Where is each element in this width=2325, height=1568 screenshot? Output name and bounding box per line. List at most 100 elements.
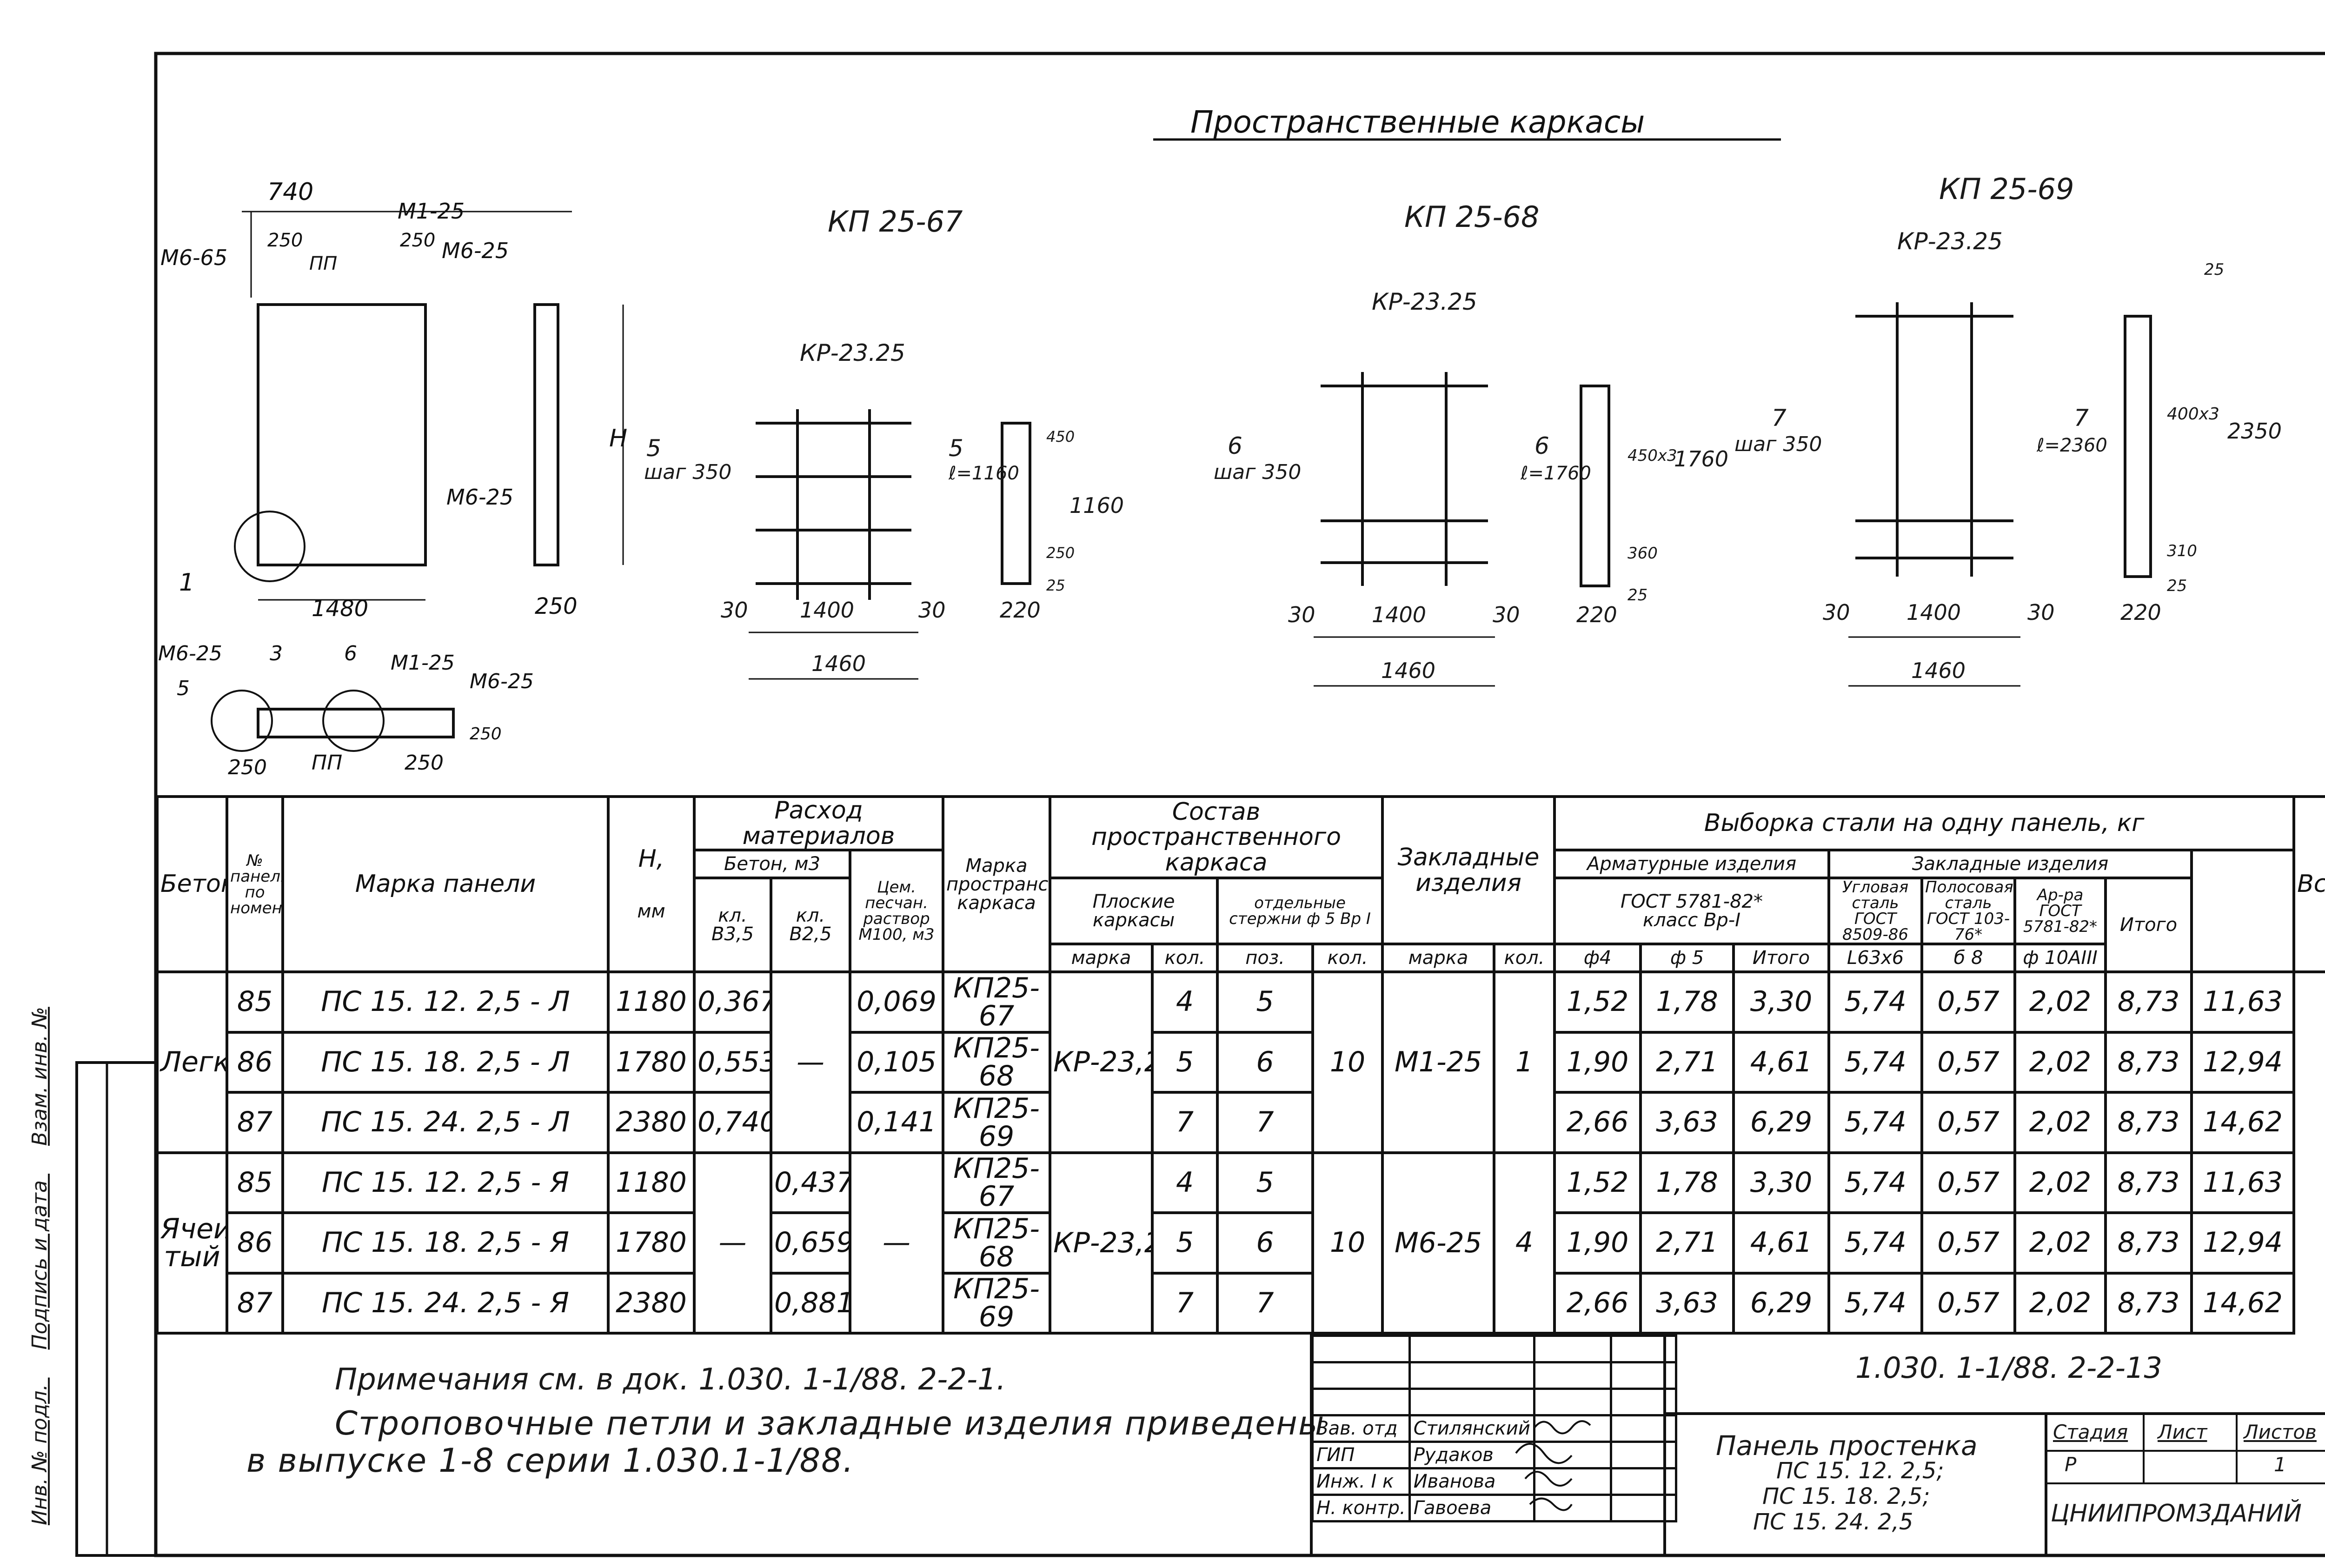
cell-f5: 1,78 <box>1639 1151 1735 1215</box>
cell-bar: 2,02 <box>2013 970 2107 1034</box>
sheets-label: Листов <box>2244 1421 2317 1443</box>
label-pp: ПП <box>309 253 337 274</box>
h-fl-mark: марка <box>1049 943 1154 974</box>
cell-mark: ПС 15. 24. 2,5 - Я <box>281 1271 610 1335</box>
cell-cem: 0,069 <box>849 970 944 1034</box>
cage-2-posb: 6 <box>1534 432 1549 459</box>
cage-3-h3top: 25 <box>2204 260 2225 279</box>
note-line-1: Примечания см. в док. 1.030. 1-1/88. 2-2… <box>335 1362 1006 1397</box>
cell-cem-dash: — <box>849 1151 944 1335</box>
cage-2-edge-r: 30 <box>1493 602 1520 627</box>
h-steel: Выборка стали на одну панель, кг <box>1553 795 2296 852</box>
cell-t1: 3,30 <box>1732 970 1831 1034</box>
h-cement: Цем. песчан. раствор М100, м3 <box>849 849 944 974</box>
h-f4: ф4 <box>1553 943 1642 974</box>
cage-2-flat: КР-23.25 <box>1372 288 1477 315</box>
name-2: Иванова <box>1408 1467 1535 1496</box>
cell-emb2: М6-25 <box>1381 1151 1495 1335</box>
cell-no: 85 <box>226 970 284 1034</box>
cell-str: 0,57 <box>1920 1271 2017 1335</box>
cage-3-mark: КП 25-69 <box>1939 172 2074 206</box>
h-gost: ГОСТ 5781-82*класс Вр-I <box>1553 877 1831 946</box>
stage-label: Стадия <box>2053 1421 2128 1443</box>
cell-f4: 1,90 <box>1553 1211 1642 1275</box>
label-m125: М1-25 <box>398 199 465 224</box>
cell-mark: ПС 15. 12. 2,5 - Л <box>281 970 610 1034</box>
cage-3-inner: 1400 <box>1906 600 1961 625</box>
h-embedded: Закладные изделия <box>1381 795 1556 946</box>
cell-f5: 2,71 <box>1639 1030 1735 1094</box>
cell-cage: КП25-68 <box>942 1030 1051 1094</box>
cell-fq: 5 <box>1151 1211 1219 1275</box>
cage-1-pos: 5 <box>646 435 661 462</box>
cell-t2: 8,73 <box>2104 1211 2193 1275</box>
cell-fq: 5 <box>1151 1030 1219 1094</box>
sheet-label: Лист <box>2158 1421 2207 1443</box>
h-rods: отдельные стержни ф 5 Вр I <box>1216 877 1384 946</box>
cage-1-l: ℓ=1160 <box>949 463 1019 484</box>
cell-b25-dash: — <box>770 970 851 1154</box>
cell-ang: 5,74 <box>1827 970 1924 1034</box>
cell-f5: 3,63 <box>1639 1271 1735 1335</box>
h-flat: Плоские каркасы <box>1049 877 1219 946</box>
cell-str: 0,57 <box>1920 1091 2017 1154</box>
h-concrete: Бетон <box>156 795 228 974</box>
h-emb-qty: кол. <box>1492 943 1556 974</box>
sec-mb25b: М6-25 <box>470 670 534 693</box>
cage-3-h2: 310 <box>2167 542 2197 560</box>
cage-2-l: ℓ=1760 <box>1521 463 1591 484</box>
table-row: 87 ПС 15. 24. 2,5 - Л 2380 0,740 0,141 К… <box>157 1091 2325 1154</box>
cell-bar: 2,02 <box>2013 1271 2107 1335</box>
cell-pos: 6 <box>1216 1211 1314 1275</box>
cell-t1: 4,61 <box>1732 1030 1831 1094</box>
name-3: Гавоева <box>1408 1494 1535 1522</box>
cell-cem: 0,105 <box>849 1030 944 1094</box>
label-mb25-side: М6-25 <box>446 485 513 510</box>
cell-fq: 4 <box>1151 1151 1219 1215</box>
org-name: ЦНИИПРОМЗДАНИЙ <box>2051 1500 2302 1528</box>
cell-cage: КП25-67 <box>942 970 1051 1034</box>
cell-all: 14,62 <box>2190 1091 2296 1154</box>
cell-no: 86 <box>226 1211 284 1275</box>
cage-3-h3: 25 <box>2167 577 2187 595</box>
cage-2-h: 1760 <box>1674 446 1729 472</box>
h-total2: Итого <box>2104 877 2193 974</box>
cell-mark: ПС 15. 12. 2,5 - Я <box>281 1151 610 1215</box>
sec-m125: М1-25 <box>391 651 455 675</box>
cage-3-outer: 1460 <box>1911 658 1966 683</box>
h-rod-pos: поз. <box>1216 943 1314 974</box>
dim-c3: 250 <box>535 593 578 619</box>
cage-1-posb: 5 <box>949 435 963 462</box>
spec-table: Бетон № панели по номенклатуре Марка пан… <box>156 795 2325 1335</box>
cell-emb1: М1-25 <box>1381 970 1495 1154</box>
name-1: Рудаков <box>1408 1441 1535 1469</box>
cell-str: 0,57 <box>1920 1151 2017 1215</box>
cell-f4: 1,52 <box>1553 970 1642 1034</box>
cage-3-edge-l: 30 <box>1823 600 1850 625</box>
cell-b25: 0,659 <box>770 1211 851 1275</box>
cage-1-h2: 250 <box>1046 544 1075 562</box>
cell-H: 1780 <box>607 1211 696 1275</box>
table-row: Ячеис-тый 85 ПС 15. 12. 2,5 - Я 1180 — 0… <box>156 1151 2325 1335</box>
cell-cage: КП25-68 <box>942 1211 1051 1275</box>
cell-pos: 7 <box>1216 1271 1314 1335</box>
cell-b35: 0,740 <box>693 1091 772 1154</box>
h-num: № панели по номенклатуре <box>226 795 284 974</box>
table-row: 86 ПС 15. 18. 2,5 - Л 1780 0,553 0,105 К… <box>157 1030 2325 1094</box>
cage-3-h1: 400x3 <box>2167 405 2219 424</box>
sheet-frame <box>154 52 2325 1557</box>
cage-2-outer: 1460 <box>1381 658 1436 683</box>
h-consumption: Расход материалов <box>693 795 944 852</box>
cell-rod-qty: 10 <box>1311 970 1384 1154</box>
h-f5: ф 5 <box>1639 943 1735 974</box>
cell-H: 1780 <box>607 1030 696 1094</box>
cell-t2: 8,73 <box>2104 1030 2193 1094</box>
title-name-1: Панель простенка <box>1716 1430 1978 1462</box>
sec-d250c: 250 <box>470 724 502 744</box>
sec-pp: ПП <box>312 751 342 775</box>
sec-n5: 5 <box>177 677 190 700</box>
cell-H: 1180 <box>607 970 696 1034</box>
